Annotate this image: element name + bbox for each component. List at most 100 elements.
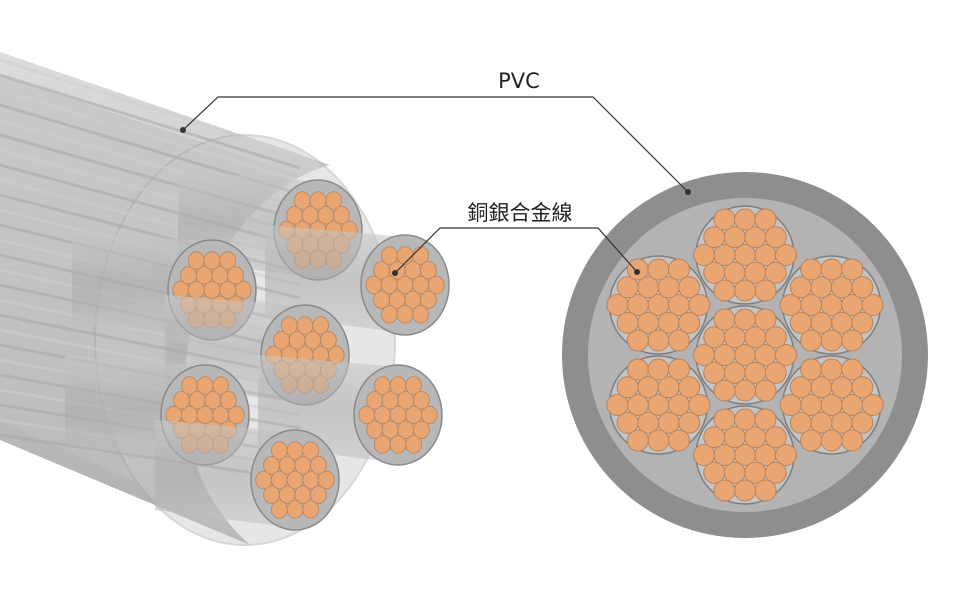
- copper-wire: [286, 441, 304, 460]
- copper-wire: [713, 279, 736, 302]
- leader-dot-pvc-cross: [685, 189, 691, 195]
- copper-wire: [841, 429, 864, 452]
- copper-wire: [851, 311, 874, 334]
- copper-wire: [713, 208, 736, 231]
- copper-wire: [381, 305, 398, 324]
- copper-wire: [754, 279, 777, 302]
- copper-wire: [754, 308, 777, 331]
- copper-wire: [851, 376, 874, 399]
- copper-wire: [413, 420, 430, 439]
- cross-section-bundle: [779, 255, 884, 355]
- copper-wire: [647, 429, 670, 452]
- leader-dot-pvc-side: [180, 127, 186, 133]
- copper-wire: [373, 290, 390, 309]
- copper-wire: [310, 485, 327, 504]
- copper-wire: [606, 394, 629, 416]
- copper-wire: [309, 191, 327, 210]
- copper-wire: [703, 261, 726, 284]
- copper-wire: [333, 206, 350, 225]
- copper-wire: [820, 358, 843, 381]
- copper-wire: [405, 435, 422, 454]
- copper-wire: [647, 258, 670, 281]
- copper-wire: [173, 391, 190, 410]
- copper-wire: [255, 470, 273, 490]
- copper-wire: [358, 405, 376, 425]
- copper-wire: [713, 379, 736, 402]
- copper-wire: [820, 329, 843, 352]
- copper-wire: [779, 394, 802, 416]
- copper-wire: [764, 461, 787, 484]
- copper-wire: [678, 376, 701, 399]
- copper-wire: [271, 441, 288, 460]
- copper-wire: [302, 441, 319, 460]
- cross-section-bundle: [606, 355, 711, 455]
- copper-wire: [800, 358, 823, 381]
- copper-wire: [820, 429, 843, 452]
- copper-wire: [754, 379, 777, 402]
- copper-wire: [606, 294, 629, 316]
- leader-line-conductor: [394, 227, 638, 274]
- copper-wire: [396, 305, 414, 324]
- side-bundle: [258, 355, 443, 466]
- copper-wire: [302, 500, 319, 519]
- copper-wire: [626, 429, 649, 452]
- copper-wire: [286, 206, 303, 225]
- leader-dot-conductor-cross: [634, 269, 640, 275]
- copper-wire: [320, 331, 337, 350]
- copper-wire: [789, 276, 812, 299]
- cross-section-bundle: [606, 255, 711, 355]
- copper-wire: [693, 444, 715, 466]
- copper-wire: [841, 258, 864, 281]
- copper-wire: [616, 276, 639, 299]
- copper-wire: [754, 408, 777, 431]
- copper-wire: [281, 316, 298, 335]
- cross-section-bundle: [693, 205, 797, 305]
- copper-wire: [667, 329, 690, 352]
- copper-wire: [413, 391, 430, 410]
- copper-wire: [381, 246, 398, 265]
- sheath-streak: [0, 73, 301, 170]
- copper-wire: [412, 305, 429, 324]
- copper-wire: [296, 316, 314, 335]
- copper-wire: [325, 191, 342, 210]
- copper-wire: [317, 470, 335, 490]
- copper-wire: [703, 226, 726, 249]
- copper-wire: [667, 258, 690, 281]
- leader-dot-conductor-side: [392, 270, 398, 276]
- copper-wire: [789, 376, 812, 399]
- copper-wire: [234, 280, 252, 300]
- copper-wire: [693, 244, 715, 266]
- copper-wire: [374, 435, 391, 454]
- copper-wire: [420, 405, 438, 425]
- label-conductor: 銅銀合金線: [468, 201, 573, 225]
- copper-wire: [310, 456, 327, 475]
- copper-wire: [678, 311, 701, 334]
- copper-wire: [734, 379, 756, 402]
- copper-wire: [420, 290, 437, 309]
- copper-wire: [626, 358, 649, 381]
- copper-wire: [734, 479, 756, 502]
- copper-wire: [703, 361, 726, 384]
- cross-section-bundle: [693, 305, 797, 405]
- copper-wire: [713, 479, 736, 502]
- copper-wire: [688, 294, 711, 316]
- copper-wire: [366, 391, 383, 410]
- cross-section-bundle: [779, 355, 884, 455]
- copper-wire: [764, 361, 787, 384]
- cross-section-bundles: [606, 205, 884, 505]
- copper-wire: [626, 329, 649, 352]
- copper-wire: [775, 344, 797, 366]
- copper-wire: [227, 405, 245, 425]
- copper-wire: [616, 311, 639, 334]
- copper-wire: [851, 411, 874, 434]
- copper-wire: [188, 251, 205, 270]
- copper-wire: [667, 358, 690, 381]
- copper-wire: [196, 376, 214, 395]
- copper-wire: [667, 429, 690, 452]
- copper-wire: [734, 208, 756, 231]
- leader-line-pvc: [182, 96, 689, 193]
- cable-side-view: [0, 52, 450, 546]
- copper-wire: [616, 411, 639, 434]
- copper-wire: [754, 208, 777, 231]
